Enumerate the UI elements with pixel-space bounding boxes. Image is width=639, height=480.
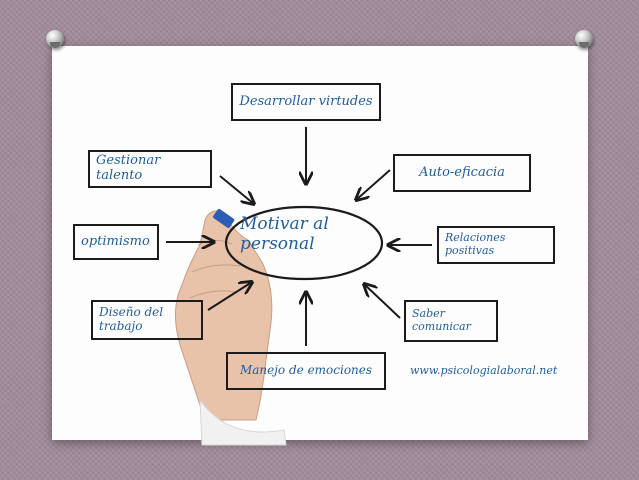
hand-illustration xyxy=(175,208,287,446)
arrow-saber xyxy=(364,284,401,319)
node-relaciones-positivas: Relaciones positivas xyxy=(437,226,555,264)
node-desarrollar-virtudes: Desarrollar virtudes xyxy=(231,83,381,121)
node-optimismo: optimismo xyxy=(73,224,159,260)
website-url-text: www.psicologialaboral.net xyxy=(410,364,558,377)
node-saber-comunicar: Saber comunicar xyxy=(404,300,498,342)
node-manejo-de-emociones: Manejo de emociones xyxy=(226,352,386,390)
center-ellipse xyxy=(224,205,384,281)
node-diseno-del-trabajo: Diseño del trabajo xyxy=(91,300,203,340)
center-node-label: Motivar al personal xyxy=(240,214,329,255)
node-gestionar-talento: Gestionar talento xyxy=(88,150,212,188)
pushpin-left-icon xyxy=(46,30,64,48)
node-auto-eficacia: Auto-eficacia xyxy=(393,154,531,192)
arrow-gestionar xyxy=(219,175,254,204)
slide-board xyxy=(52,46,588,440)
arrow-auto xyxy=(356,169,391,200)
pushpin-right-icon xyxy=(575,30,593,48)
arrow-diseno xyxy=(207,282,252,311)
